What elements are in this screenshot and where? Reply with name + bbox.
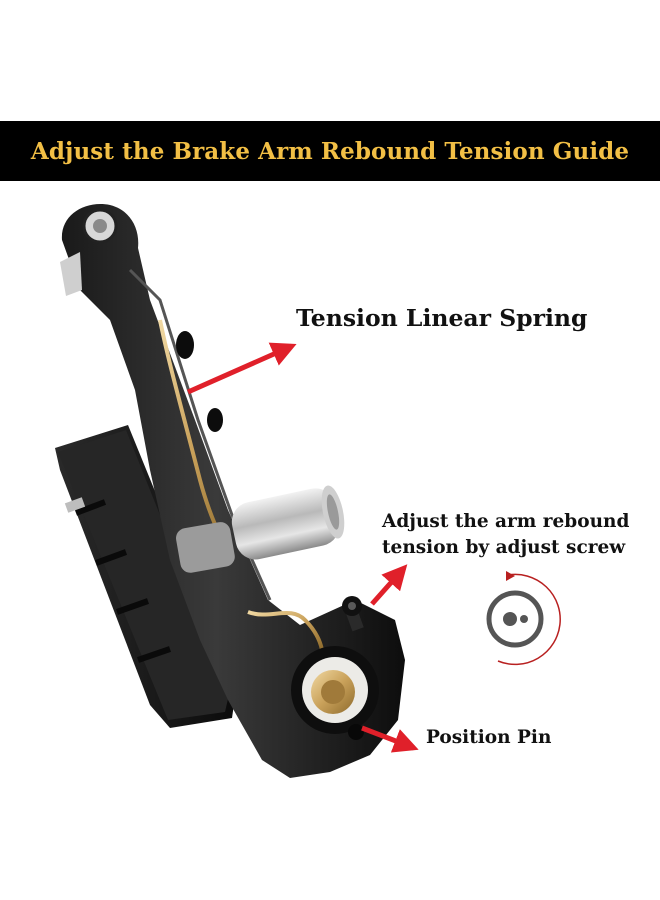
callout-spring-label: Tension Linear Spring xyxy=(296,304,588,332)
pin-arrow xyxy=(361,725,419,753)
adjust-screw xyxy=(342,596,364,632)
page-title: Adjust the Brake Arm Rebound Tension Gui… xyxy=(30,137,630,165)
title-banner: Adjust the Brake Arm Rebound Tension Gui… xyxy=(0,121,660,181)
callout-adjust-line1: Adjust the arm rebound xyxy=(382,511,630,532)
position-pin xyxy=(348,724,364,740)
spring-arrow xyxy=(186,342,297,395)
callout-pin-label: Position Pin xyxy=(426,727,552,748)
pad-fitting xyxy=(176,485,345,573)
rotate-clockwise-icon xyxy=(486,571,561,666)
screw-arrow xyxy=(370,564,408,606)
callout-adjust-label: Adjust the arm rebound tension by adjust… xyxy=(382,509,629,561)
brake-pad xyxy=(55,425,236,728)
pivot-bushing xyxy=(291,646,379,734)
callout-adjust-line2: tension by adjust screw xyxy=(382,537,626,558)
